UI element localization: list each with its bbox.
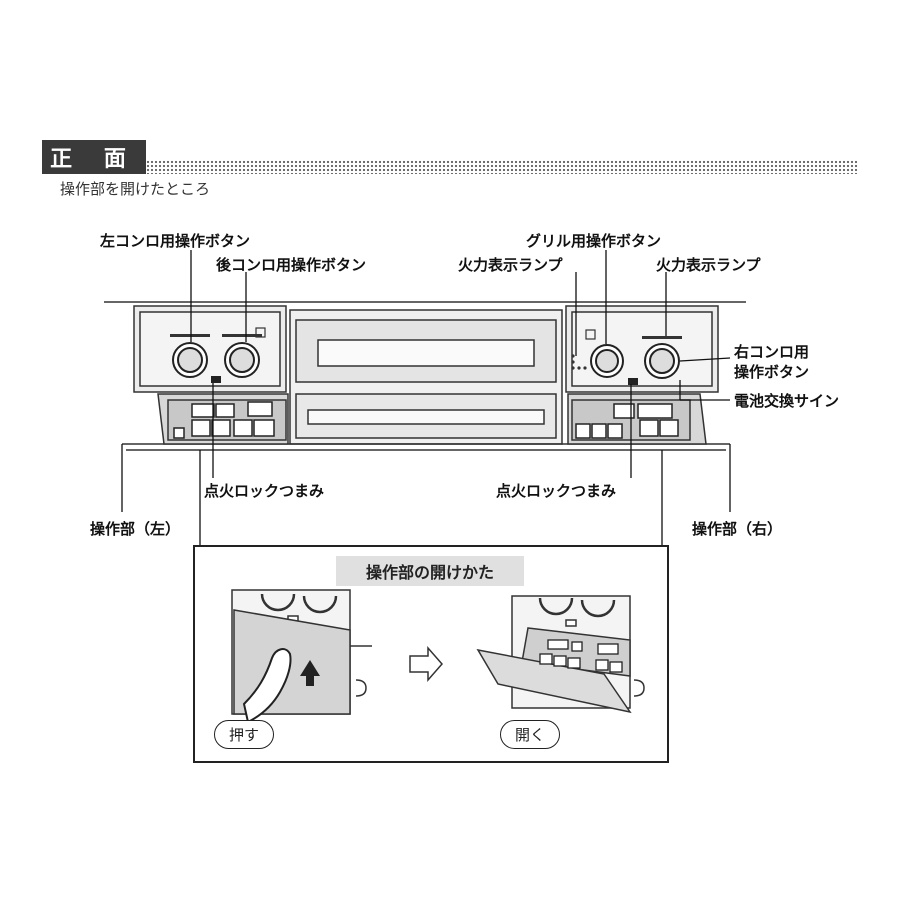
label-panel-right: 操作部（右） <box>692 520 783 538</box>
label-right-burner-button-line2: 操作ボタン <box>734 363 810 381</box>
section-subtitle: 操作部を開けたところ <box>60 180 211 198</box>
label-battery-sign: 電池交換サイン <box>734 392 840 410</box>
section-divider <box>146 160 858 174</box>
push-label: 押す <box>214 720 275 749</box>
open-label: 開く <box>500 720 561 749</box>
label-flame-lamp-left: 火力表示ランプ <box>458 256 563 274</box>
label-panel-left: 操作部（左） <box>90 520 181 538</box>
label-rear-burner-button: 後コンロ用操作ボタン <box>216 256 367 274</box>
label-grill-button: グリル用操作ボタン <box>526 232 662 250</box>
label-left-burner-button: 左コンロ用操作ボタン <box>100 232 251 250</box>
section-title: 正 面 <box>42 140 146 174</box>
label-flame-lamp-right: 火力表示ランプ <box>656 256 761 274</box>
inset-title: 操作部の開けかた <box>336 556 524 586</box>
label-right-burner-button-line1: 右コンロ用 <box>734 343 810 361</box>
label-ignition-lock-right: 点火ロックつまみ <box>496 482 617 500</box>
label-ignition-lock-left: 点火ロックつまみ <box>204 482 325 500</box>
label-right-burner-button: 右コンロ用 操作ボタン <box>734 342 809 382</box>
